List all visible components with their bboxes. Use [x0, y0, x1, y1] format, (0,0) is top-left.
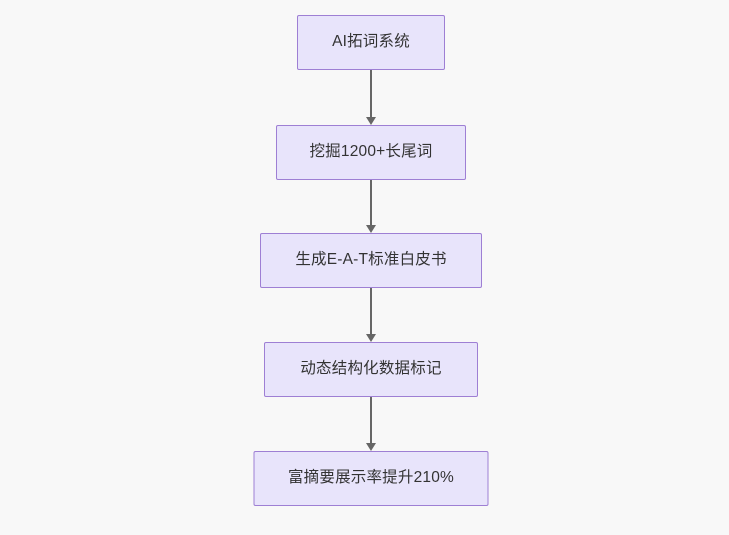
flow-connector-4 [365, 397, 377, 451]
flow-node-ai-keyword-system[interactable]: AI拓词系统 [297, 15, 445, 70]
flow-node-label: 动态结构化数据标记 [300, 360, 442, 378]
flow-node-rich-snippet-impression-lift[interactable]: 富摘要展示率提升210% [253, 451, 489, 506]
connector-line [370, 288, 372, 334]
flow-connector-1 [365, 70, 377, 125]
flow-node-label: 富摘要展示率提升210% [287, 469, 455, 487]
arrow-down-icon [366, 334, 376, 342]
flow-connector-2 [365, 180, 377, 233]
connector-line [370, 180, 372, 225]
flow-node-label: AI拓词系统 [332, 33, 410, 51]
arrow-down-icon [366, 225, 376, 233]
flow-node-label: 挖掘1200+长尾词 [309, 143, 433, 161]
connector-line [370, 397, 372, 443]
arrow-down-icon [366, 443, 376, 451]
flow-node-label: 生成E-A-T标准白皮书 [295, 251, 447, 269]
flow-node-mine-longtail-keywords[interactable]: 挖掘1200+长尾词 [276, 125, 466, 180]
flow-node-dynamic-structured-data-markup[interactable]: 动态结构化数据标记 [264, 342, 478, 397]
flow-connector-3 [365, 288, 377, 342]
connector-line [370, 70, 372, 117]
arrow-down-icon [366, 117, 376, 125]
flow-node-generate-eat-whitepaper[interactable]: 生成E-A-T标准白皮书 [260, 233, 482, 288]
